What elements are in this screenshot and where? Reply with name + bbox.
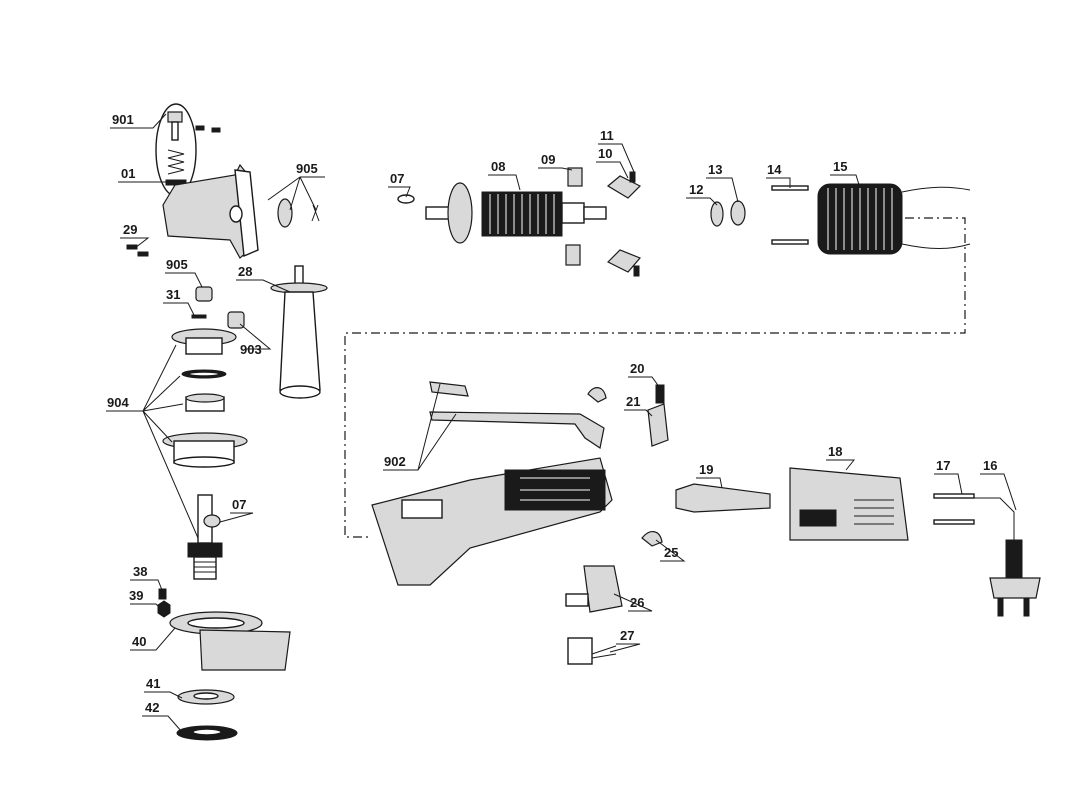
part-905-brush-cap [277, 198, 320, 228]
part-38-screw [158, 588, 167, 600]
label-19: 19 [699, 462, 713, 477]
part-07-key-top [397, 194, 415, 204]
part-13-bearing [730, 200, 746, 226]
label-12: 12 [689, 182, 703, 197]
label-901: 901 [112, 112, 134, 127]
label-21: 21 [626, 394, 640, 409]
part-27-capacitor [567, 637, 617, 665]
label-27: 27 [620, 628, 634, 643]
part-28-side-handle [270, 265, 328, 399]
part-18-rear-cover [789, 467, 909, 541]
part-12-bearing [710, 201, 724, 227]
part-42-nut [176, 725, 238, 741]
part-14-screws [771, 185, 809, 245]
part-31-pin [191, 314, 207, 319]
part-41-flange [177, 689, 235, 705]
label-26: 26 [630, 595, 644, 610]
label-14: 14 [767, 162, 782, 177]
label-28: 28 [238, 264, 252, 279]
part-39-nut [157, 600, 171, 618]
part-904-flange-group [162, 328, 248, 468]
label-01: 01 [121, 166, 135, 181]
label-09: 09 [541, 152, 555, 167]
part-08-armature [425, 182, 607, 244]
part-15-stator [817, 183, 971, 255]
part-19-cable-sleeve [675, 483, 771, 513]
label-40: 40 [132, 634, 146, 649]
label-08: 08 [491, 159, 505, 174]
part-21-switch-lever [647, 403, 669, 447]
label-07-top: 07 [390, 171, 404, 186]
label-38: 38 [133, 564, 147, 579]
part-40-guard [169, 611, 291, 671]
label-11: 11 [600, 128, 614, 143]
part-11-screw [629, 171, 636, 183]
label-15: 15 [833, 159, 847, 174]
label-18: 18 [828, 444, 842, 459]
part-905-felt [195, 286, 213, 302]
part-11-screw-b [633, 265, 640, 277]
part-26-switch [565, 565, 623, 613]
part-16-power-cord [940, 497, 1041, 617]
label-39: 39 [129, 588, 143, 603]
leader-lines [106, 113, 1017, 733]
label-902: 902 [384, 454, 406, 469]
part-901-spindle-lock [155, 103, 221, 197]
label-07-left: 07 [232, 497, 246, 512]
part-10-brush-holders [606, 175, 642, 273]
part-902-switch-housing [371, 381, 613, 586]
part-07-key-left [203, 514, 221, 528]
label-42: 42 [145, 700, 159, 715]
label-903: 903 [240, 342, 262, 357]
label-905-top: 905 [296, 161, 318, 176]
label-10: 10 [598, 146, 612, 161]
label-904: 904 [107, 395, 129, 410]
part-25-clip [641, 531, 663, 547]
label-13: 13 [708, 162, 722, 177]
part-clip-top [587, 387, 607, 403]
label-20: 20 [630, 361, 644, 376]
label-29: 29 [123, 222, 137, 237]
label-16: 16 [983, 458, 997, 473]
part-09-carbon-brushes [565, 167, 583, 266]
label-41: 41 [146, 676, 160, 691]
label-17: 17 [936, 458, 950, 473]
part-20-screw [655, 384, 665, 404]
label-31: 31 [166, 287, 180, 302]
part-gear-head [162, 163, 259, 259]
part-17-screws [933, 493, 975, 525]
label-25: 25 [664, 545, 678, 560]
label-905-mid: 905 [166, 257, 188, 272]
part-spindle [187, 494, 223, 580]
